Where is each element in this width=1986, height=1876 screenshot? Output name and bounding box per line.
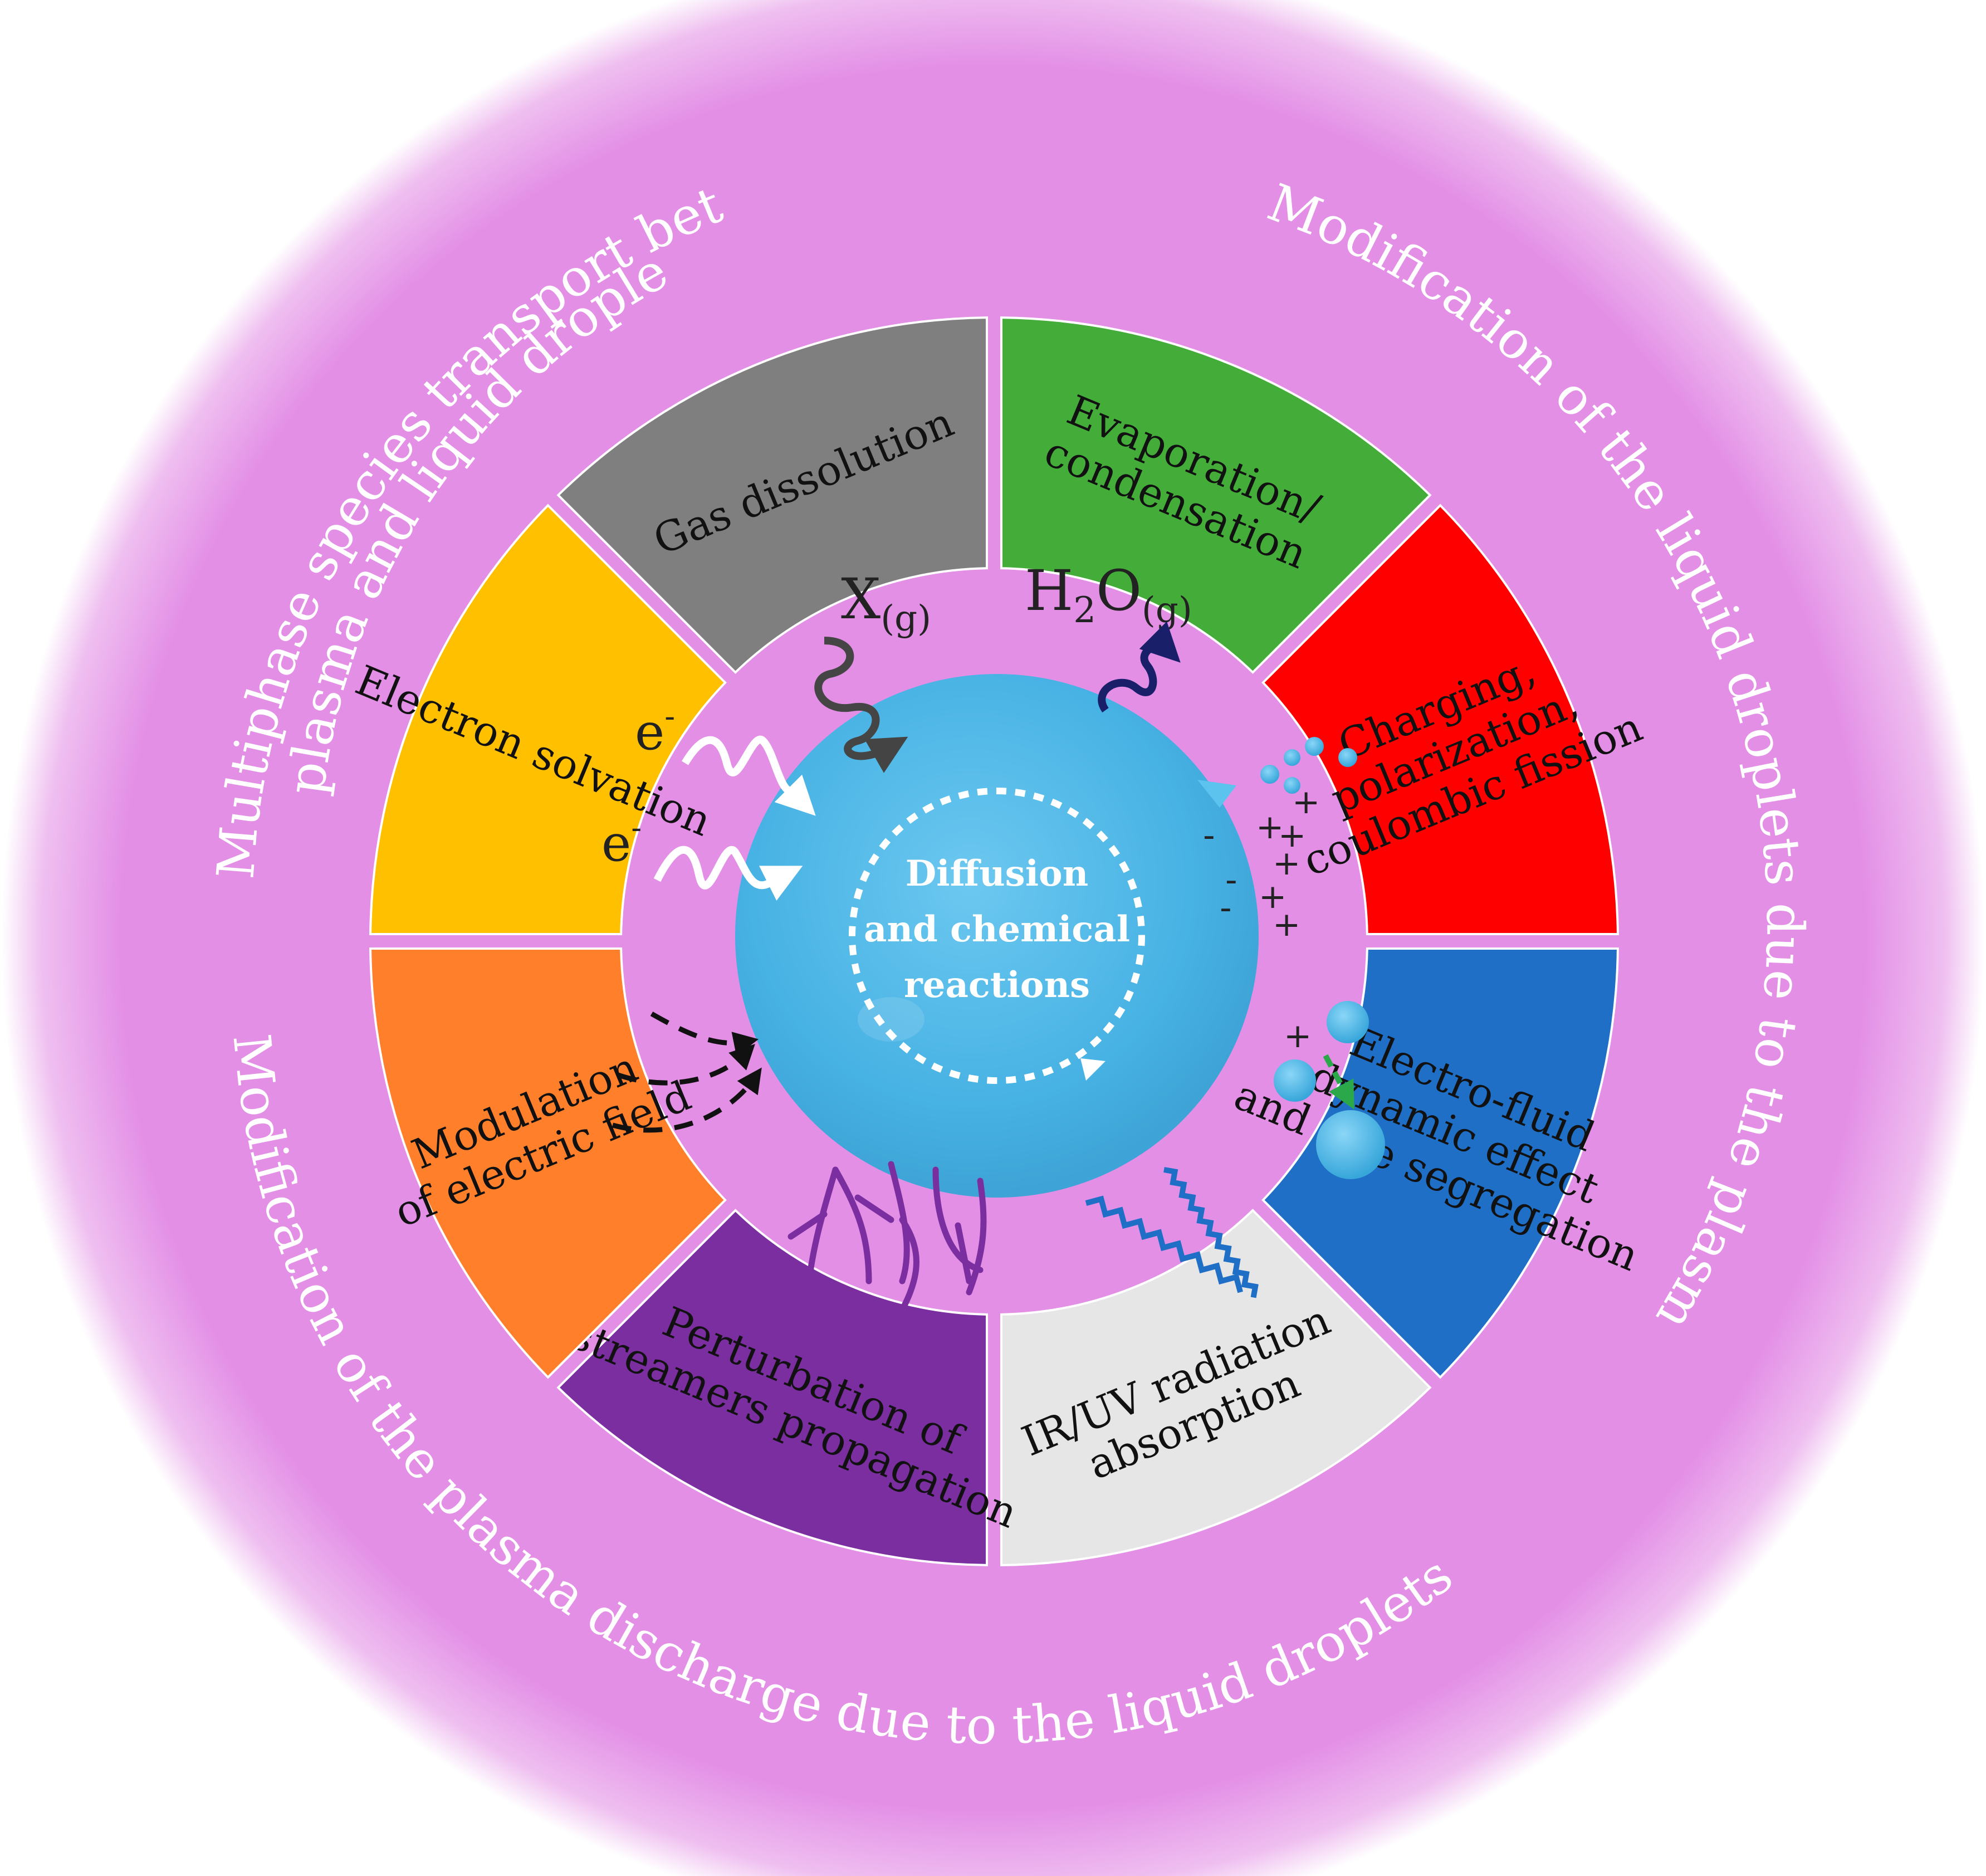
gas-species-label: X(g) — [841, 566, 931, 639]
field-line-2 — [617, 1044, 755, 1086]
fission-droplet-3 — [1305, 737, 1324, 756]
central-droplet — [735, 674, 1259, 1198]
electron-label-1: e- — [635, 698, 675, 761]
radiation-wave-icon-1 — [1085, 1195, 1243, 1293]
segment-evap — [1000, 316, 1432, 674]
segregation-droplet-large — [1316, 1110, 1385, 1179]
charge-plus-2: + — [1273, 844, 1300, 883]
taylor-cone-icon — [1197, 780, 1236, 808]
segment-charge — [1261, 504, 1619, 935]
segregation-arrow-icon — [1323, 1054, 1354, 1110]
fission-droplet-4 — [1284, 777, 1300, 794]
charge-minus-1: - — [1203, 816, 1215, 855]
center-label-line1: Diffusion — [906, 853, 1088, 895]
center-label-line3: reactions — [904, 964, 1090, 1006]
diffusion-arrowhead — [1080, 1058, 1105, 1081]
droplet-highlight — [858, 997, 924, 1042]
gas-dissolution-wave-icon — [814, 637, 908, 773]
charge-plus-4: + — [1273, 905, 1300, 944]
charge-plus-1: + — [1256, 808, 1284, 847]
center-label-line2: and chemical — [864, 908, 1130, 950]
charge-minus-2: - — [1225, 861, 1237, 900]
electron-wave-icon-2 — [653, 846, 803, 901]
charge-symbols: - - - + + + + + + — [1203, 783, 1320, 944]
electron-label-2: e- — [601, 810, 642, 873]
electron-wave-icon-1 — [681, 735, 816, 816]
charge-minus-3: - — [1220, 888, 1232, 927]
segregation-droplet-1 — [1327, 1001, 1369, 1043]
segment-streamer — [556, 1209, 988, 1566]
radiation-wave-icon-2 — [1163, 1167, 1259, 1298]
fission-droplet-1 — [1260, 765, 1279, 784]
fission-droplet-2 — [1284, 749, 1300, 766]
segment-field — [369, 947, 727, 1379]
charge-plus-3: + — [1259, 877, 1287, 916]
segregation-droplet-2 — [1274, 1059, 1316, 1102]
field-line-1 — [650, 1012, 759, 1057]
charge-plus-5: + — [1278, 816, 1306, 855]
segment-gas — [556, 316, 988, 674]
field-line-3 — [612, 1067, 762, 1133]
evaporation-wave-icon — [1098, 621, 1181, 713]
segment-esolv — [369, 504, 727, 935]
segregation-plus: + — [1284, 1017, 1312, 1056]
streamer-branches-icon — [787, 1161, 987, 1323]
segment-iruv — [1000, 1209, 1432, 1566]
diffusion-cycle-arrow — [849, 788, 1145, 1084]
fission-droplet-5 — [1338, 748, 1357, 767]
